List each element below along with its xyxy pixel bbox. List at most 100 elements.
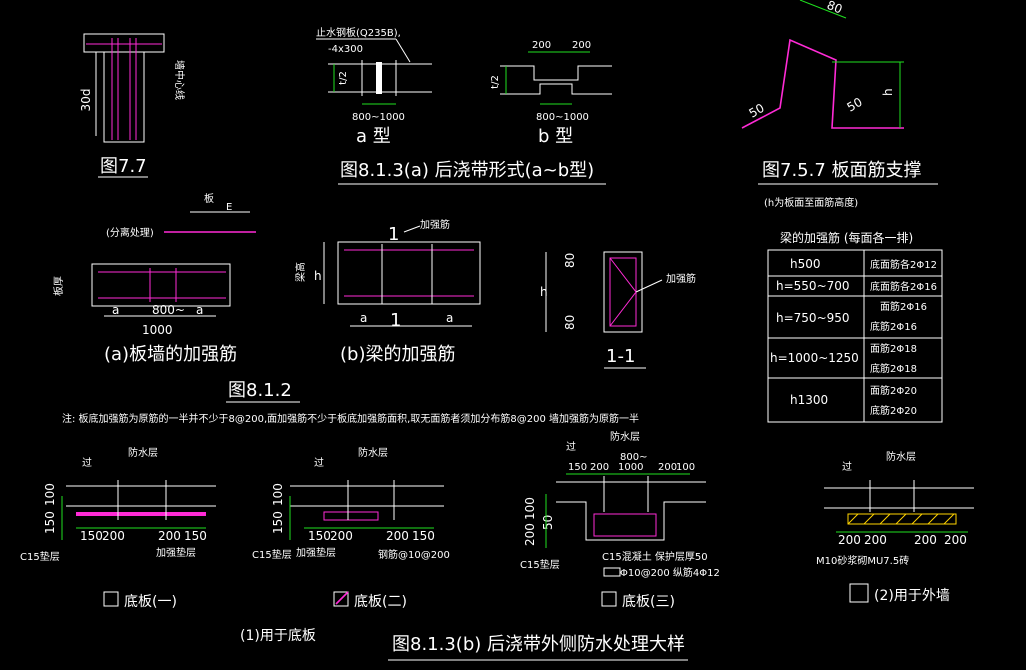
caption-d4: (2)用于外墙 <box>874 588 950 604</box>
table-row-h: h=1000~1250 <box>770 351 859 365</box>
h-s-label: h <box>540 285 548 299</box>
guo-label: 过 <box>314 456 324 469</box>
h200b: 200 <box>158 529 181 543</box>
t200b: 200 <box>658 462 677 473</box>
type-a: a 型 <box>356 126 391 147</box>
caption-d1: 底板(一) <box>124 594 177 610</box>
wall-plan <box>91 263 231 307</box>
table-row-h: h1300 <box>790 393 828 407</box>
hatch <box>927 513 939 525</box>
hatch <box>943 513 955 525</box>
leader <box>635 279 663 293</box>
fangshui-label: 防水层 <box>886 450 916 463</box>
wall-side-label: 墙中心线 <box>173 60 186 100</box>
dim-80-top: 80 <box>563 253 577 268</box>
t200: 200 <box>590 462 609 473</box>
brick-layer <box>847 513 957 525</box>
water-stop-plate <box>376 62 382 94</box>
table-row-rebar: 底筋2Φ18 <box>870 362 917 375</box>
dim-50-right: 50 <box>845 95 865 115</box>
fig813b-title: 图8.1.3(b) 后浇带外侧防水处理大样 <box>392 634 685 655</box>
dim-a1: a <box>112 303 119 317</box>
h200b: 200 <box>386 529 409 543</box>
plate-size: -4x300 <box>328 44 363 55</box>
fenlibiao-label: (分离处理) <box>106 226 154 239</box>
section-mark-bot: 1 <box>390 310 401 331</box>
c15-label: C15垫层 <box>520 558 560 571</box>
jiaqiang-label: 加强垫层 <box>296 546 336 559</box>
fig-8-1-3a: 止水钢板(Q235B), -4x300 t/2 800~1000 a 型 200… <box>316 26 612 185</box>
table-title: 梁的加强筋 (每面各一排) <box>780 230 913 245</box>
dim-line <box>799 0 847 19</box>
h200a: 200 <box>838 533 861 547</box>
t150: 150 <box>568 462 587 473</box>
beam-section <box>603 251 643 333</box>
jiaqiang-label: 加强垫层 <box>156 546 196 559</box>
table-row-rebar: 底筋2Φ20 <box>870 404 917 417</box>
hatch <box>879 513 891 525</box>
fig-8-1-2b: 加强筋 1 梁高 h 1 a a (b)梁的加强筋 <box>294 218 481 365</box>
span-a: 800~1000 <box>352 112 405 123</box>
dim-200-right: 200 <box>572 40 591 51</box>
dim-80: 80 <box>825 0 844 17</box>
dim-80-bot: 80 <box>563 315 577 330</box>
h200: 200 <box>330 529 353 543</box>
fig757-note: (h为板面至面筋高度) <box>764 196 858 209</box>
span-b: 800~1000 <box>536 112 589 123</box>
h-mark: h <box>881 88 895 96</box>
beam-elevation <box>337 241 481 305</box>
t-mark: t/2 <box>338 71 349 85</box>
dim-1000: 1000 <box>142 323 173 337</box>
v200: 200 <box>523 523 537 546</box>
check-mark <box>335 591 349 605</box>
h200: 200 <box>102 529 125 543</box>
section-label: 1-1 <box>606 346 635 367</box>
ban-label: 板 <box>204 192 214 205</box>
waterproof-layer <box>76 512 206 516</box>
rebar-line <box>609 257 637 293</box>
dim-ab1: a <box>360 311 367 325</box>
caption-a: (a)板墙的加强筋 <box>104 344 237 365</box>
guo-label: 过 <box>566 440 576 453</box>
checkbox-d2 <box>333 591 349 607</box>
v150: 150 <box>43 511 57 534</box>
dim-200-left: 200 <box>532 40 551 51</box>
leader <box>403 225 421 233</box>
fig-7-7: 30d 墙中心线 图7.7 <box>79 33 186 178</box>
fig-7-5-7: 80 h 50 50 图7.5.7 板面筋支撑 (h为板面至面筋高度) <box>741 0 938 209</box>
h150b: 150 <box>184 529 207 543</box>
dim-a2: a <box>196 303 203 317</box>
checkbox-d1 <box>103 591 119 607</box>
group-caption: (1)用于底板 <box>240 628 316 644</box>
jiaqiangjin-label: 加强筋 <box>420 218 450 231</box>
detail-d4: 过 防水层 200 200 200 200 M10砂浆砌MU7.5砖 (2)用于… <box>816 450 974 604</box>
checkbox-d3 <box>601 591 617 607</box>
table-row-h: h=750~950 <box>776 311 850 325</box>
wall-side-label: 板厚 <box>52 276 65 296</box>
m10-label: M10砂浆砌MU7.5砖 <box>816 554 909 567</box>
v150: 150 <box>271 511 285 534</box>
guo-label: 过 <box>82 456 92 469</box>
note-text: 注: 板底加强筋为原筋的一半并不少于8@200,面加强筋不少于板底加强筋面积,取… <box>62 412 639 425</box>
fig757-title: 图7.5.7 板面筋支撑 <box>762 160 922 181</box>
fig813a-title: 图8.1.3(a) 后浇带形式(a~b型) <box>340 160 594 181</box>
v100: 100 <box>271 483 285 506</box>
detail-d3: 过 防水层 150 200 800~ 1000 200 100 200 100 … <box>520 430 720 610</box>
hatch <box>911 513 923 525</box>
waterproof-box <box>593 513 657 537</box>
slab-bottom-b <box>500 83 612 95</box>
slab-top-b <box>500 65 612 81</box>
dim-50-left: 50 <box>747 101 767 121</box>
c15b-label: C15混凝土 保护层厚50 <box>602 550 708 563</box>
fangshui-label: 防水层 <box>610 430 640 443</box>
hatch <box>895 513 907 525</box>
e-mark: E <box>226 202 232 213</box>
support-bar <box>741 38 904 129</box>
table-row-rebar: 面筋2Φ20 <box>870 384 917 397</box>
guo-label: 过 <box>842 460 852 473</box>
table-row-rebar: 底筋2Φ16 <box>870 320 917 333</box>
fangshui-label: 防水层 <box>128 446 158 459</box>
caption-d2: 底板(二) <box>354 594 407 610</box>
table-row-h: h=550~700 <box>776 279 850 293</box>
